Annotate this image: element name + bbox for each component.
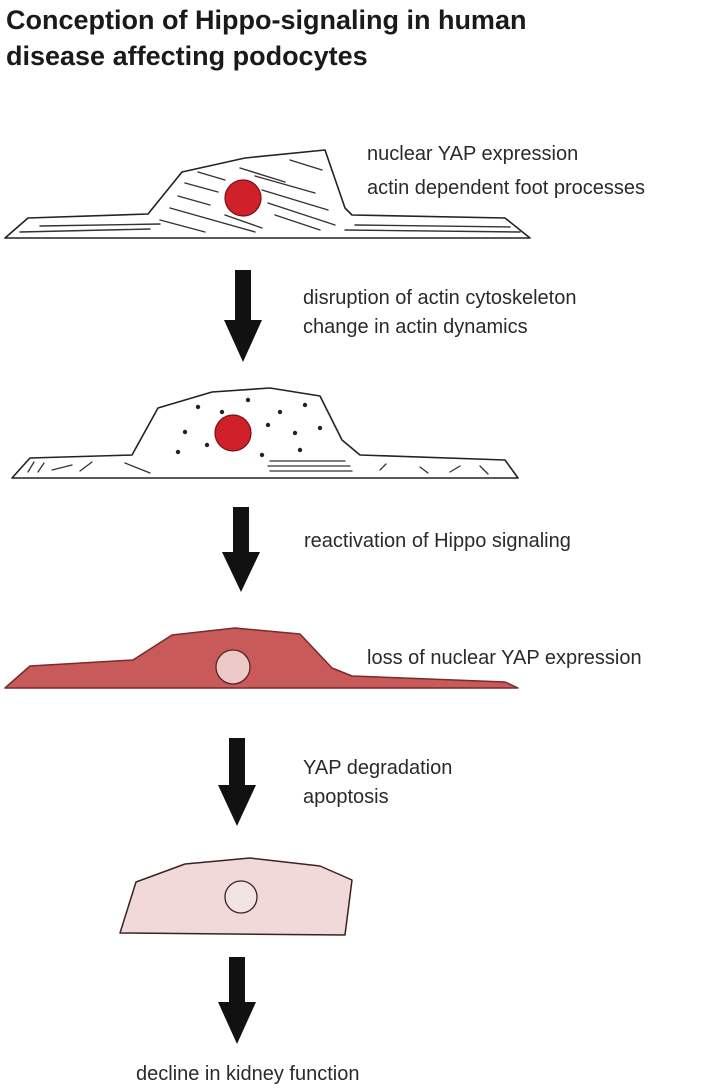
transition-3-label-2: apoptosis [303,786,389,808]
nucleus-active-1 [224,179,262,217]
title-line-2: disease affecting podocytes [6,41,368,71]
cell-healthy [4,149,531,239]
stage-3-label: loss of nuclear YAP expression [367,647,642,669]
stage-1-label-2: actin dependent foot processes [367,177,645,199]
arrow-1 [224,270,262,362]
arrow-3 [218,738,256,826]
nucleus-faded [215,649,251,685]
cell-detached [119,857,353,936]
cell-yap-loss [4,627,519,689]
diagram-title: Conception of Hippo-signaling in human d… [6,2,706,74]
stage-1-label-1: nuclear YAP expression [367,143,579,165]
transition-1-label-1: disruption of actin cytoskeleton [303,287,577,309]
cell-disrupted [11,387,519,479]
actin-dots [175,397,323,458]
outcome-label: decline in kidney function [136,1063,360,1085]
actin-fibers [19,159,521,233]
transition-2-label: reactivation of Hippo signaling [304,530,571,552]
transition-1-label-2: change in actin dynamics [303,316,528,338]
nucleus-active-2 [214,414,252,452]
cell-yap-loss-outline [4,627,519,689]
nucleus-detached [224,880,258,914]
arrow-2 [222,507,260,592]
cell-healthy-outline [4,149,531,239]
transition-3-label-1: YAP degradation [303,757,453,779]
actin-fragments [27,460,489,475]
arrow-4 [218,957,256,1044]
title-line-1: Conception of Hippo-signaling in human [6,5,527,35]
cell-disrupted-outline [11,387,519,479]
